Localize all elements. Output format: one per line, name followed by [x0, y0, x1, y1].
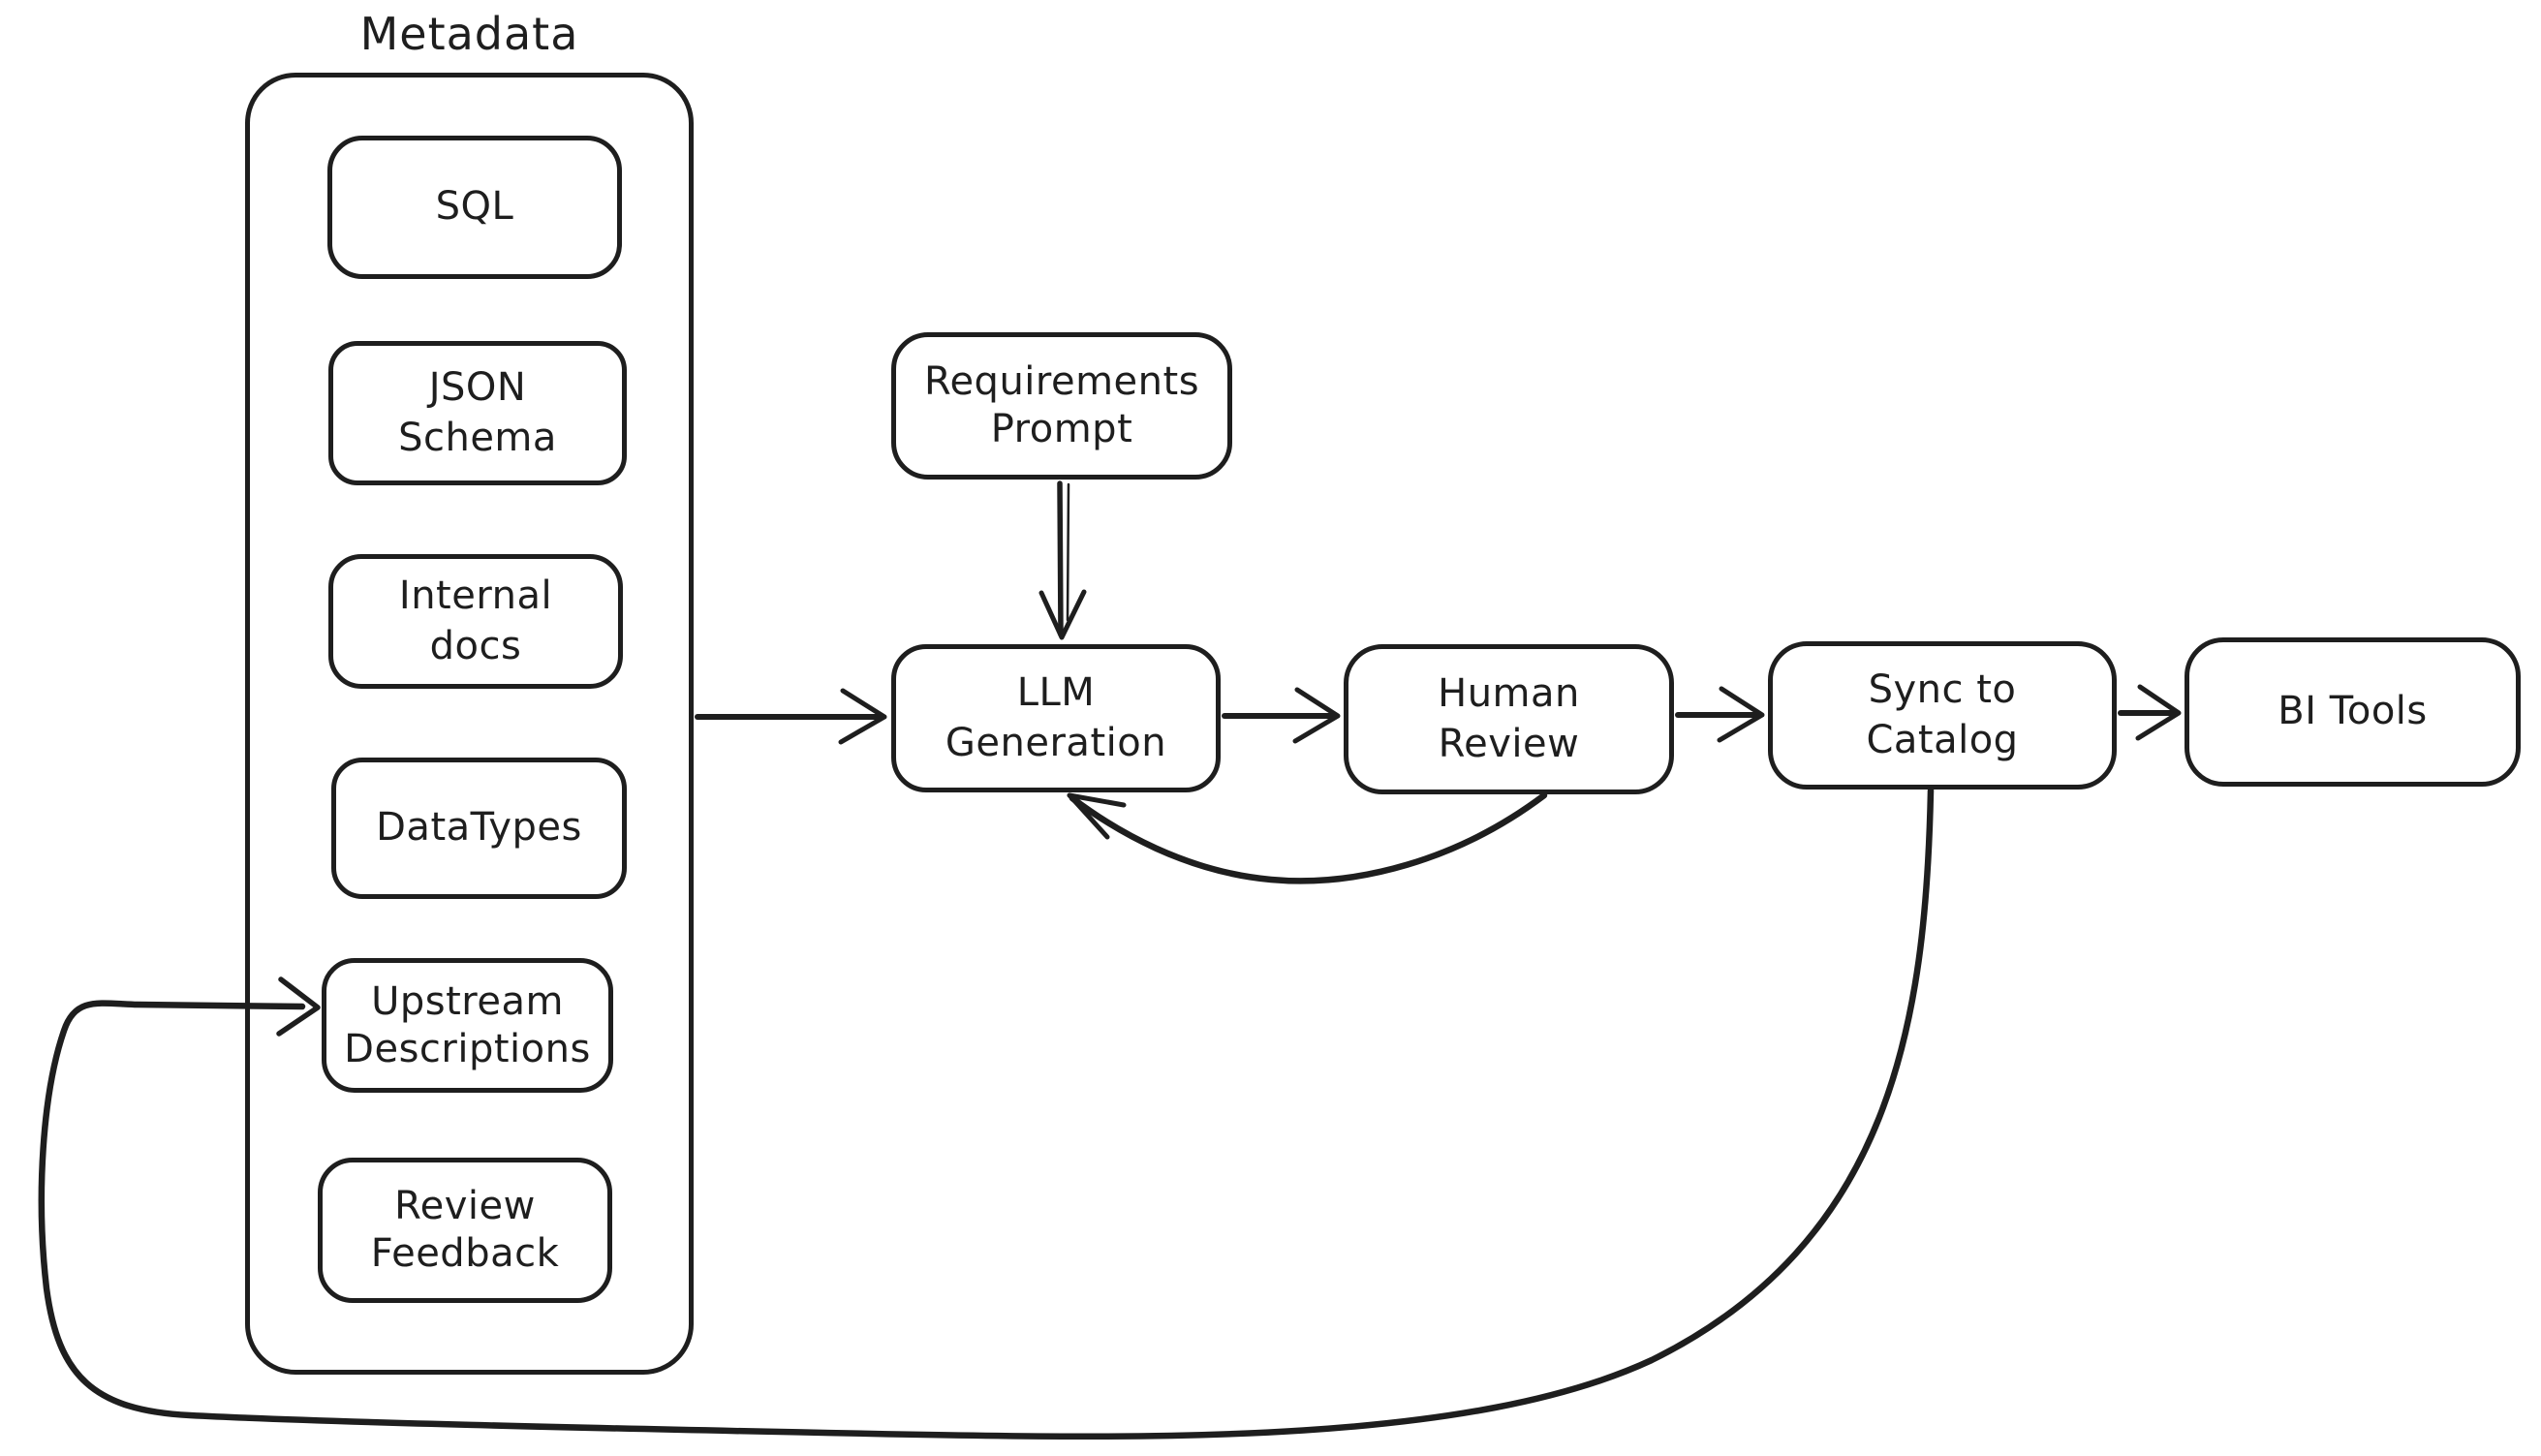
node-llm-generation: LLM Generation — [891, 644, 1221, 792]
node-sync-to-catalog: Sync to Catalog — [1768, 641, 2117, 790]
node-human-review-label: Human Review — [1438, 671, 1580, 766]
node-json-schema: JSON Schema — [328, 341, 627, 485]
node-sync-to-catalog-label: Sync to Catalog — [1866, 667, 2019, 762]
node-internal-docs: Internal docs — [328, 554, 623, 689]
node-review-feedback-label: Review Feedback — [370, 1184, 560, 1276]
edge-metadata-to-llm-arrow — [695, 688, 887, 745]
edge-human-review-to-llm-feedback-arrow — [1067, 791, 1548, 884]
node-human-review: Human Review — [1344, 644, 1674, 794]
edge-sync-to-bi-tools-arrow — [2118, 684, 2182, 741]
node-datatypes-label: DataTypes — [376, 805, 582, 851]
node-sql: SQL — [327, 136, 622, 279]
node-sql-label: SQL — [435, 184, 514, 230]
node-review-feedback: Review Feedback — [318, 1158, 612, 1303]
node-datatypes: DataTypes — [331, 758, 627, 899]
edge-requirements-to-llm-arrow — [1038, 480, 1087, 640]
metadata-group-title: Metadata — [359, 8, 579, 60]
edge-llm-to-human-review-arrow — [1222, 687, 1341, 744]
node-llm-generation-label: LLM Generation — [945, 670, 1167, 765]
node-bi-tools-label: BI Tools — [2278, 689, 2428, 734]
node-requirements-prompt-label: Requirements Prompt — [923, 359, 1200, 451]
node-upstream-descriptions-label: Upstream Descriptions — [344, 978, 591, 1071]
node-bi-tools: BI Tools — [2185, 637, 2521, 787]
node-internal-docs-label: Internal docs — [398, 573, 553, 668]
node-json-schema-label: JSON Schema — [398, 365, 557, 460]
node-upstream-descriptions: Upstream Descriptions — [322, 958, 613, 1093]
edge-human-review-to-sync-arrow — [1675, 686, 1765, 743]
node-requirements-prompt: Requirements Prompt — [891, 332, 1232, 480]
